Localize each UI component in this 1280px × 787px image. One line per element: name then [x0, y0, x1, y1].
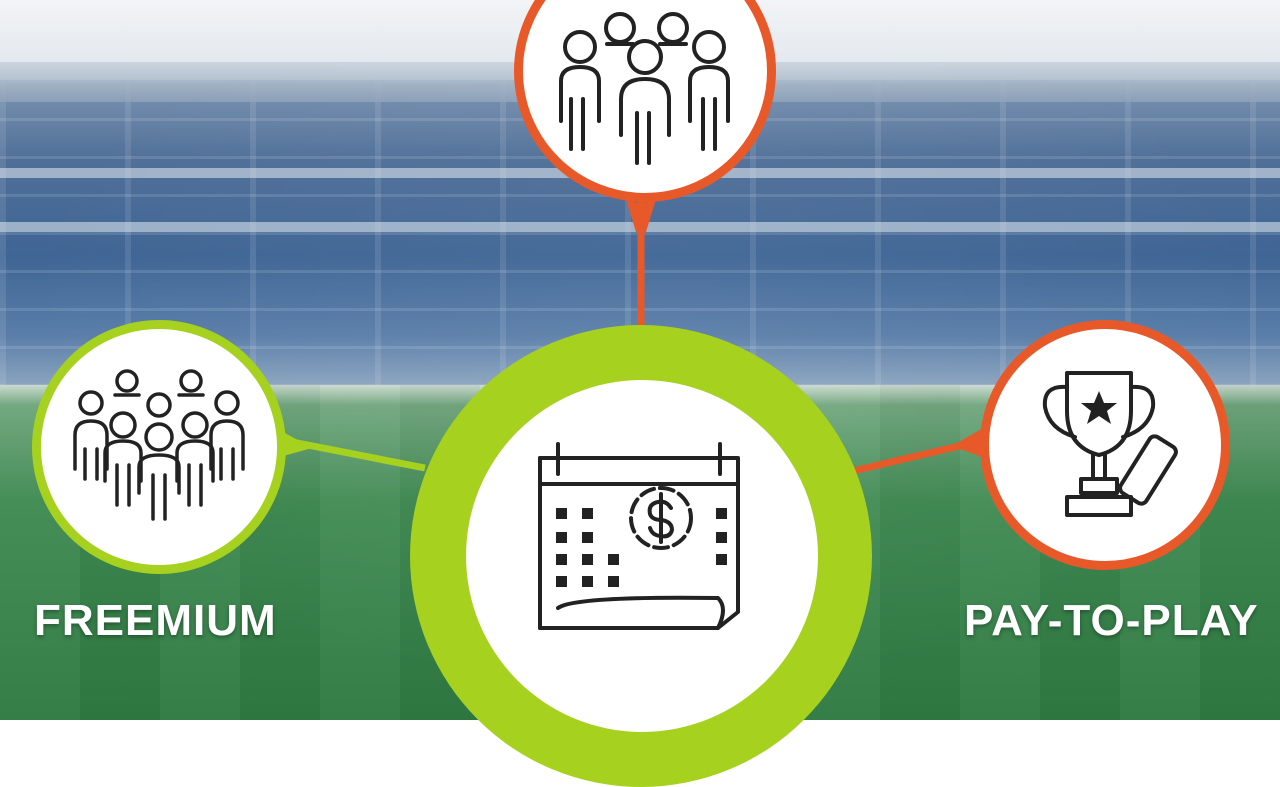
right-node [980, 320, 1230, 570]
freemium-label: FREEMIUM [34, 596, 277, 645]
center-node [466, 380, 818, 732]
pay-to-play-label: PAY-TO-PLAY [964, 596, 1259, 645]
left-node [32, 320, 286, 574]
calendar-with-dollar-icon [538, 442, 740, 630]
crowd-icon [73, 369, 245, 521]
top-node [514, 0, 776, 202]
trophy-and-ticket-icon [1042, 371, 1178, 517]
connector-top-joint [625, 196, 657, 232]
group-of-people-icon [559, 12, 730, 165]
